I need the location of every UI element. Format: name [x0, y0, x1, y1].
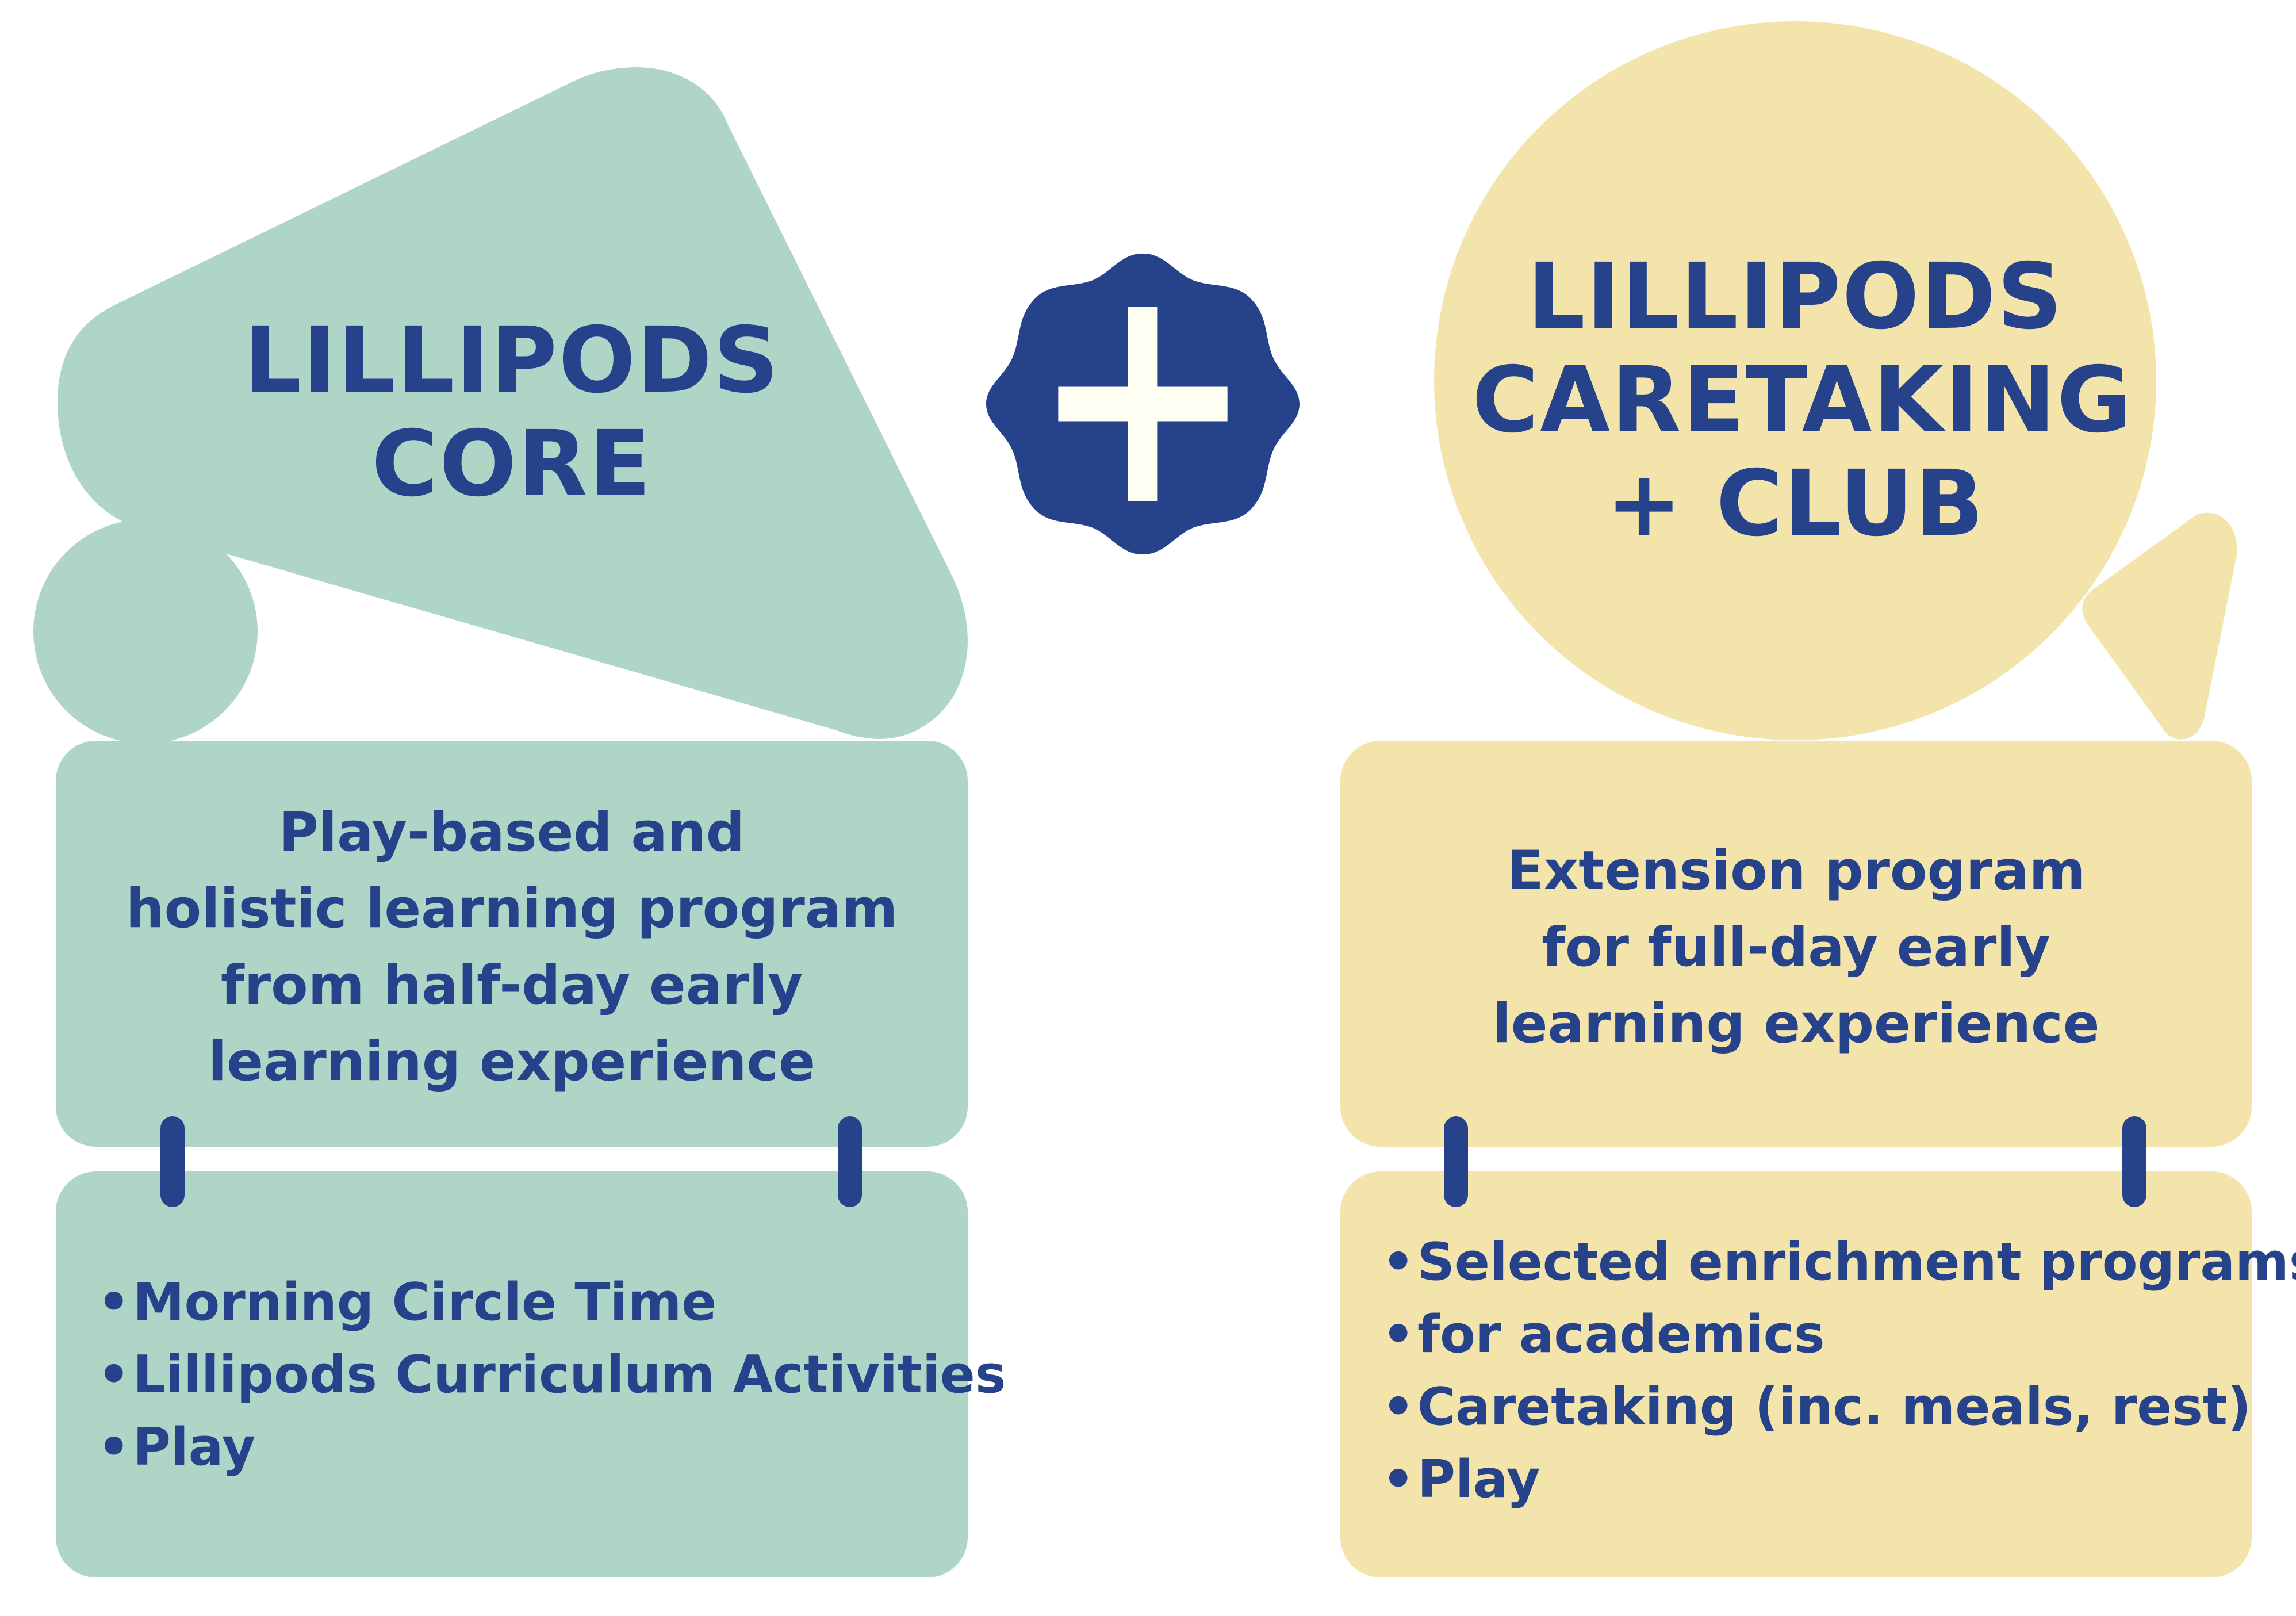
left-description-card: Play-based and holistic learning program…: [56, 741, 968, 1147]
left-title-line: CORE: [371, 411, 652, 517]
right-title-line: LILLIPODS: [1527, 244, 2064, 350]
right-description: Extension program for full-day early lea…: [1340, 833, 2252, 1062]
plus-badge: [986, 253, 1300, 555]
green-triangle-shape: [33, 67, 968, 744]
list-item: Play: [1382, 1443, 2296, 1516]
list-item: for academics: [1382, 1299, 2296, 1371]
desc-line: Extension program: [1507, 840, 2086, 902]
desc-line: learning experience: [208, 1031, 815, 1093]
list-item: Caretaking (inc. meals, rest): [1382, 1371, 2296, 1443]
left-connector-peg: [160, 1116, 185, 1207]
yellow-circle-shape: [1434, 21, 2237, 740]
right-program-title: LILLIPODS CARETAKING + CLUB: [1472, 244, 2133, 557]
desc-line: for full-day early: [1542, 916, 2050, 979]
list-item: Lillipods Curriculum Activities: [97, 1339, 1006, 1411]
left-features-list: Morning Circle Time Lillipods Curriculum…: [97, 1266, 1006, 1484]
left-description: Play-based and holistic learning program…: [56, 794, 968, 1100]
right-connector-peg: [1444, 1116, 1468, 1207]
right-description-card: Extension program for full-day early lea…: [1340, 741, 2252, 1147]
desc-line: Play-based and: [278, 801, 745, 864]
right-title-line: + CLUB: [1605, 451, 1985, 557]
list-item: Play: [97, 1411, 1006, 1484]
desc-line: from half-day early: [220, 954, 803, 1017]
left-connector-peg: [838, 1116, 862, 1207]
right-features-list: Selected enrichment programs for academi…: [1382, 1226, 2296, 1516]
desc-line: holistic learning program: [125, 878, 898, 940]
left-features-card: Morning Circle Time Lillipods Curriculum…: [56, 1171, 1006, 1577]
list-item: Selected enrichment programs: [1382, 1226, 2296, 1299]
right-connector-peg: [2122, 1116, 2146, 1207]
list-item: Morning Circle Time: [97, 1266, 1006, 1339]
left-program-title: LILLIPODS CORE: [201, 315, 822, 510]
plus-icon: [1058, 307, 1228, 501]
left-title-line: LILLIPODS: [243, 308, 780, 413]
right-title-line: CARETAKING: [1472, 347, 2133, 453]
right-features-card: Selected enrichment programs for academi…: [1340, 1171, 2296, 1577]
desc-line: learning experience: [1492, 993, 2100, 1055]
